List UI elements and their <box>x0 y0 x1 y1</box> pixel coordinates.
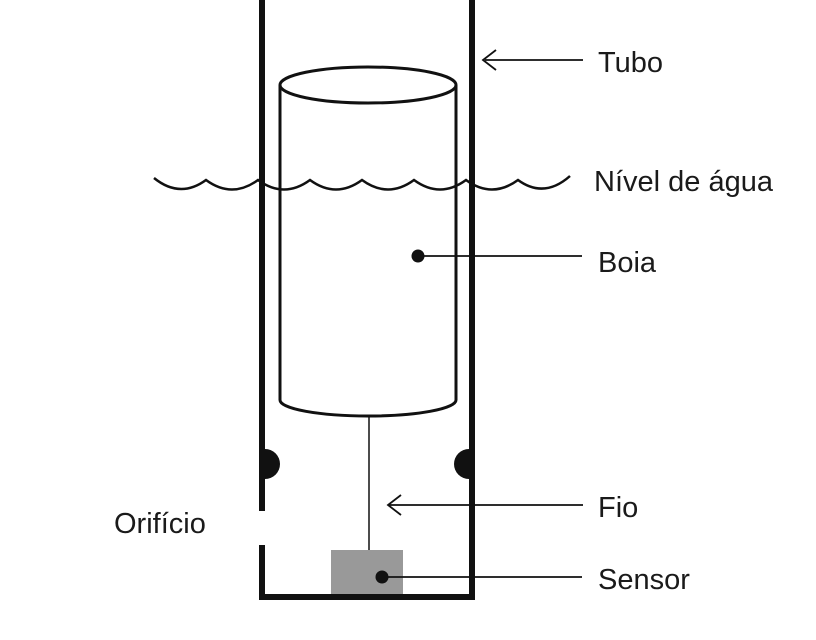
label-fio: Fio <box>598 492 638 524</box>
float-stop-right <box>454 449 469 479</box>
label-orificio: Orifício <box>114 508 206 540</box>
water-level-waves <box>153 175 571 191</box>
tubo-arrowhead <box>481 49 497 71</box>
label-sensor: Sensor <box>598 564 690 596</box>
label-nivel-de-agua: Nível de água <box>594 166 774 198</box>
tube <box>259 0 475 600</box>
sensor-pointer-dot <box>375 570 389 584</box>
float-stop-left <box>265 449 280 479</box>
float-top <box>278 65 458 105</box>
label-tubo: Tubo <box>598 47 663 79</box>
label-boia: Boia <box>598 247 657 279</box>
sensor-box <box>331 550 403 594</box>
boia-pointer-dot <box>411 249 425 263</box>
float-cylinder <box>278 65 458 418</box>
float-body <box>278 85 458 418</box>
fio-arrowhead <box>386 494 402 516</box>
pointers <box>382 49 583 578</box>
